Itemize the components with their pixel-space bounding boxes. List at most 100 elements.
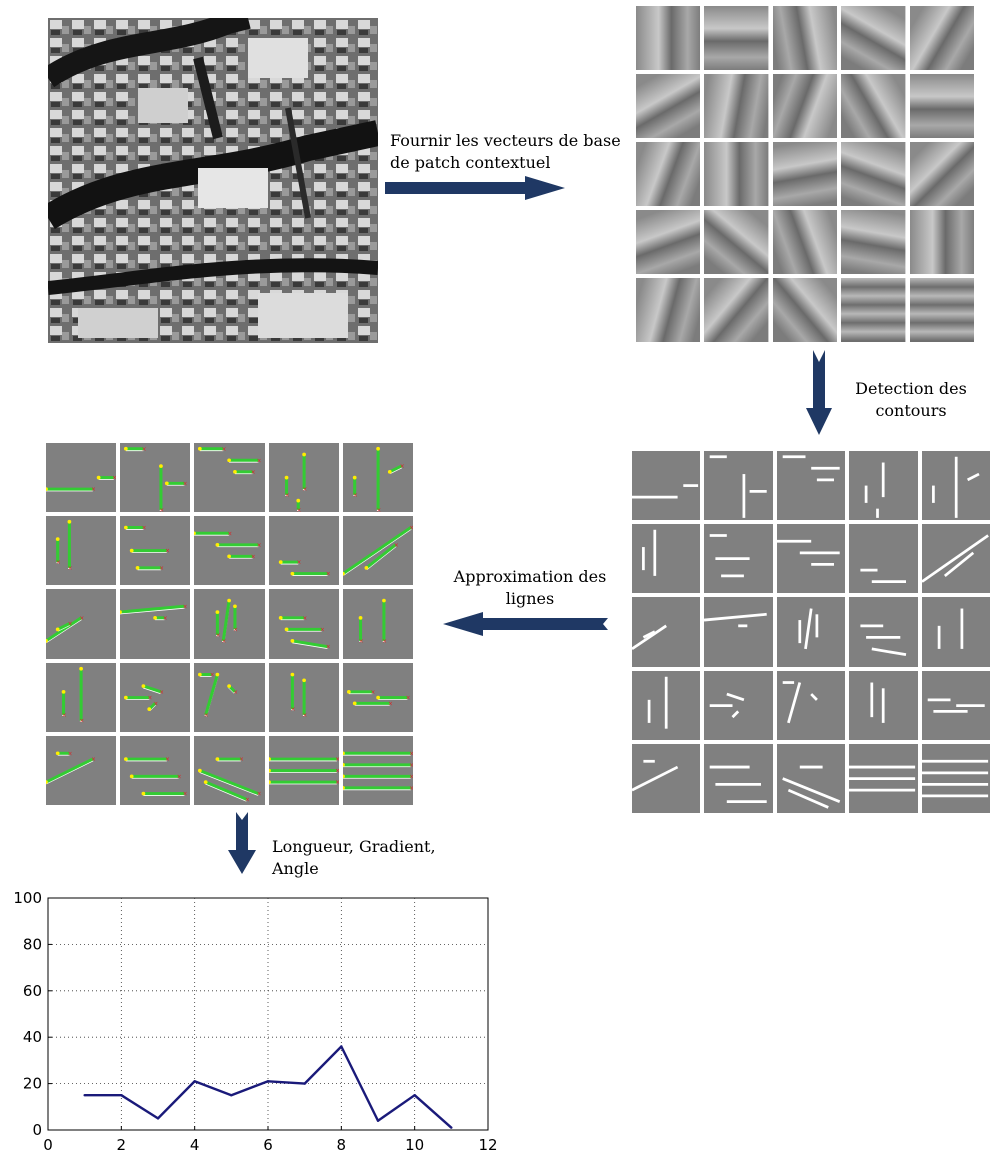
line-patch: ×× [342, 589, 413, 659]
line-endpoint-marker: × [228, 532, 233, 538]
edge-patch-strokes [704, 613, 768, 628]
edge-patch [921, 743, 990, 813]
y-tick-label: 100 [13, 889, 42, 907]
line-endpoint-marker: × [239, 757, 244, 763]
line-endpoint-marker: × [62, 713, 67, 719]
line-endpoint-marker: × [112, 476, 116, 482]
data-point [303, 1082, 306, 1085]
label-lines: Approximation des lignes [453, 567, 607, 608]
x-tick-label: 4 [190, 1136, 200, 1154]
edge-patch-strokes [860, 568, 907, 584]
line-endpoint-marker: × [353, 493, 358, 499]
line-endpoint [198, 672, 203, 676]
line-patch: ×× [46, 735, 117, 805]
line-endpoint [284, 627, 289, 632]
edge-patch [632, 597, 701, 667]
edge-patch [849, 524, 918, 594]
edge-patch-strokes [937, 608, 963, 650]
line-endpoint [278, 560, 283, 565]
line-endpoint-marker: × [409, 774, 413, 780]
line-endpoint [165, 481, 169, 486]
edge-patch [776, 451, 846, 521]
edge-patch [632, 743, 701, 813]
line-endpoint-marker: × [302, 616, 307, 622]
line-endpoint-marker: × [376, 508, 381, 512]
line-patch: ×× [46, 662, 117, 732]
edge-segment [642, 630, 656, 639]
y-tick-label: 0 [32, 1121, 42, 1139]
arrow-left-1-icon [443, 612, 608, 636]
edge-patch [849, 670, 918, 740]
line-endpoint [215, 672, 220, 676]
line-endpoint [67, 520, 72, 524]
line-endpoint [346, 689, 351, 694]
line-patch: ××× [120, 662, 191, 732]
line-endpoint [61, 689, 66, 694]
line-patch-strokes: ×× [55, 520, 73, 572]
edge-patch [704, 451, 773, 521]
line-endpoint-marker: × [159, 566, 164, 572]
line-endpoint-marker: × [290, 707, 295, 713]
line-endpoint [46, 780, 48, 784]
edge-patch [921, 597, 990, 667]
edge-patch-strokes [647, 676, 668, 729]
edge-patch-strokes [927, 698, 985, 713]
line-endpoint [135, 566, 140, 570]
line-endpoint [364, 566, 369, 570]
line-endpoint [46, 487, 48, 491]
line-patch: ×× [120, 589, 191, 659]
edge-segment [803, 608, 813, 650]
line-endpoint-marker: × [296, 560, 301, 566]
line-endpoint [268, 768, 271, 773]
line-endpoint-marker: × [388, 701, 393, 707]
line-endpoint [290, 639, 294, 644]
x-tick-label: 6 [263, 1136, 273, 1154]
basis-patch-texture [636, 6, 701, 70]
edge-patch-strokes [632, 625, 667, 651]
line-endpoint [352, 701, 357, 705]
line-endpoint-marker: × [251, 470, 256, 476]
basis-patch-texture [704, 210, 769, 274]
line-endpoint [376, 695, 380, 700]
y-tick-label: 40 [23, 1028, 42, 1046]
basis-patch-texture [909, 142, 974, 206]
line-endpoint-marker: × [163, 616, 168, 622]
line-endpoint-marker: × [359, 639, 364, 645]
basis-patch-texture [841, 142, 906, 206]
line-endpoint-marker: × [210, 672, 215, 678]
line-endpoint-marker: × [165, 549, 170, 555]
line-endpoint-marker: × [409, 526, 413, 532]
line-patch: ××× [194, 735, 265, 805]
line-patch-strokes: ××× [352, 446, 405, 512]
edge-patch [632, 451, 701, 521]
line-endpoint-marker: × [409, 763, 413, 769]
edge-patch-strokes [632, 484, 699, 499]
line-endpoint-marker: × [394, 543, 399, 549]
line-patch-strokes: ××× [194, 531, 262, 561]
line-patch: ××× [194, 662, 265, 732]
line-endpoint [215, 757, 220, 761]
line-patch: ×× [342, 516, 413, 586]
edge-patch-strokes [849, 765, 916, 792]
basis-patch [909, 210, 974, 274]
basis-patch [909, 278, 974, 342]
line-endpoint [381, 599, 386, 603]
label-edges: Detection des contours [855, 379, 967, 420]
edge-segment [726, 692, 745, 701]
line-patch-strokes: ××× [124, 447, 188, 512]
line-endpoint-marker: × [56, 560, 61, 566]
line-patch: ××× [120, 735, 191, 805]
basis-patch [636, 6, 701, 70]
edge-patch-strokes [921, 759, 988, 798]
line-endpoint-marker: × [183, 605, 188, 611]
edge-patch-strokes [798, 608, 819, 650]
line-endpoint-marker: × [296, 508, 301, 512]
line-endpoint-marker: × [204, 713, 209, 719]
line-endpoint [194, 531, 197, 536]
line-endpoint-marker: × [68, 751, 73, 757]
line-endpoint [153, 616, 158, 621]
line-patch-strokes: ×× [46, 616, 84, 644]
line-endpoint [290, 572, 294, 576]
basis-patch-texture [636, 74, 701, 138]
